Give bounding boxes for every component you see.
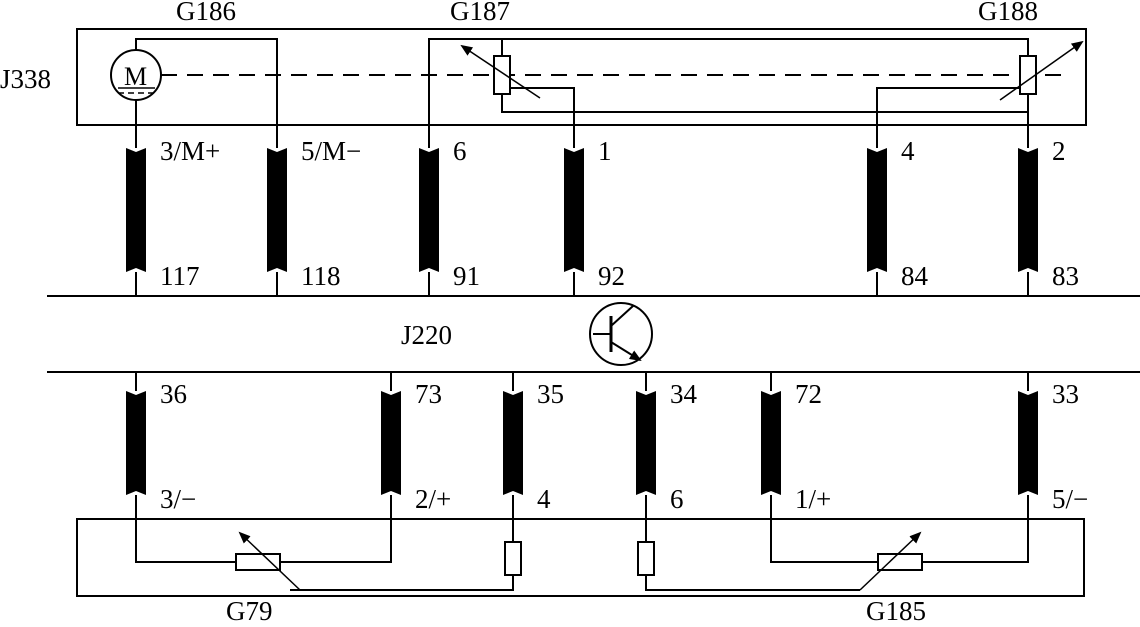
sensor-ground-line <box>501 94 1028 113</box>
transistor-icon <box>589 302 653 366</box>
g185-wire-right <box>922 495 1029 563</box>
lower-connector-group: 36 3/− 73 2/+ 35 4 34 6 72 1/+ 33 5/− <box>126 372 1088 514</box>
connector-plug <box>381 391 401 495</box>
connector-bottom-label: 83 <box>1052 261 1079 291</box>
connector-top-label: 34 <box>670 379 698 409</box>
connector-5: 2 83 <box>1018 136 1079 296</box>
g79-wiper-arrow <box>238 531 301 591</box>
g187-wiper-arrow <box>460 44 541 99</box>
g185-wiper-arrow <box>859 531 922 591</box>
g188-resistor <box>1019 55 1037 95</box>
g79-wire-left <box>135 495 236 563</box>
connector-1: 73 2/+ <box>381 372 451 514</box>
pin35-resistor <box>504 541 522 576</box>
connector-bottom-label: 118 <box>301 261 341 291</box>
connector-plug <box>564 148 584 272</box>
connector-top-label: 72 <box>795 379 822 409</box>
g185-label: G185 <box>866 596 926 626</box>
g79-resistor <box>235 553 281 571</box>
connector-top-label: 6 <box>453 136 467 166</box>
connector-4: 4 84 <box>867 136 929 296</box>
connector-plug <box>503 391 523 495</box>
g188-signal-wire <box>876 87 1020 148</box>
connector-bottom-label: 5/− <box>1052 484 1088 514</box>
connector-bottom-label: 2/+ <box>415 484 451 514</box>
connector-top-label: 3/M+ <box>160 136 220 166</box>
connector-3: 34 6 <box>636 372 698 514</box>
connector-plug <box>1018 391 1038 495</box>
motor-wire-minus <box>135 38 278 148</box>
connector-bottom-label: 91 <box>453 261 480 291</box>
g187-resistor <box>493 55 511 95</box>
connector-top-label: 2 <box>1052 136 1066 166</box>
connector-bottom-label: 4 <box>537 484 551 514</box>
connector-5: 33 5/− <box>1018 372 1088 514</box>
connector-2: 6 91 <box>419 136 480 296</box>
g187-signal-wire <box>510 87 575 148</box>
transistor-emitter <box>610 341 642 362</box>
connector-top-label: 35 <box>537 379 564 409</box>
motor-g186: M <box>110 49 162 101</box>
connector-plug <box>267 148 287 272</box>
connector-plug <box>636 391 656 495</box>
upper-connector-group: 3/M+ 117 5/M− 118 6 91 1 92 4 84 2 83 <box>126 136 1079 296</box>
transistor-circle <box>589 302 653 366</box>
g185-resistor <box>877 553 923 571</box>
transistor-collector <box>610 305 634 327</box>
connector-top-label: 73 <box>415 379 442 409</box>
connector-plug <box>126 391 146 495</box>
connector-bottom-label: 117 <box>160 261 200 291</box>
g185-wiper-wire <box>645 575 860 591</box>
connector-plug <box>761 391 781 495</box>
connector-plug <box>126 148 146 272</box>
connector-2: 35 4 <box>503 372 564 514</box>
connector-4: 72 1/+ <box>761 372 831 514</box>
connector-plug <box>419 148 439 272</box>
connector-top-label: 36 <box>160 379 187 409</box>
connector-plug <box>1018 148 1038 272</box>
connector-bottom-label: 6 <box>670 484 684 514</box>
g187-label: G187 <box>450 0 510 26</box>
throttle-unit-label: J338 <box>0 64 51 94</box>
connector-top-label: 1 <box>598 136 612 166</box>
throttle-unit-box <box>76 28 1087 126</box>
g79-wire-right <box>280 495 392 563</box>
pedal-sensor-box <box>76 518 1085 597</box>
connector-bottom-label: 84 <box>901 261 929 291</box>
connector-1: 5/M− 118 <box>267 136 361 296</box>
connector-plug <box>867 148 887 272</box>
g185-wire-left <box>770 495 878 563</box>
ecu-label: J220 <box>401 320 452 350</box>
motor-label: G186 <box>176 0 236 26</box>
motor-symbol: M <box>124 62 147 91</box>
connector-0: 3/M+ 117 <box>126 136 220 296</box>
g79-label: G79 <box>226 596 273 626</box>
connector-top-label: 33 <box>1052 379 1079 409</box>
connector-0: 36 3/− <box>126 372 196 514</box>
connector-bottom-label: 1/+ <box>795 484 831 514</box>
connector-3: 1 92 <box>564 136 625 296</box>
connector-bottom-label: 3/− <box>160 484 196 514</box>
g79-wiper-wire <box>290 575 514 591</box>
pin34-resistor <box>637 541 655 576</box>
g188-wiper-arrow <box>999 40 1084 101</box>
connector-bottom-label: 92 <box>598 261 625 291</box>
g188-label: G188 <box>978 0 1038 26</box>
sensor-supply-loop <box>428 38 1029 148</box>
connector-top-label: 4 <box>901 136 915 166</box>
connector-top-label: 5/M− <box>301 136 361 166</box>
